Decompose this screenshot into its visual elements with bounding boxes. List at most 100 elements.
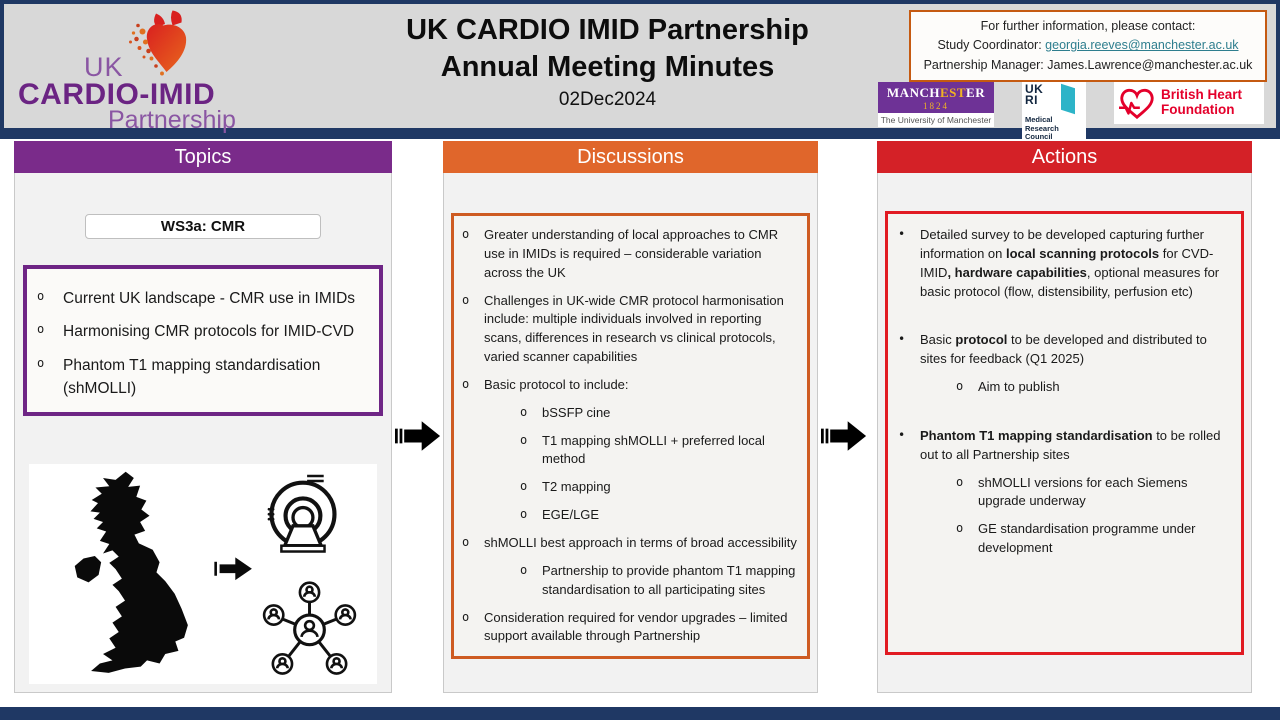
bullet-text: T1 mapping shMOLLI + preferred local met… — [542, 432, 765, 467]
title-block: UK CARDIO IMID Partnership Annual Meetin… — [335, 12, 880, 111]
bullet-text: Greater understanding of local approache… — [484, 227, 779, 280]
footer-band — [0, 707, 1280, 720]
bullet-item: o shMOLLI versions for each Siemens upgra… — [898, 474, 1233, 512]
uom-part2: EST — [939, 85, 967, 100]
bullet-text: EGE/LGE — [542, 507, 600, 523]
uom-year: 1824 — [923, 101, 949, 111]
bullet-text: Harmonising CMR protocols for IMID-CVD — [63, 323, 355, 341]
bullet-marker: o — [462, 292, 470, 307]
heart-logo-icon — [129, 10, 187, 76]
discussions-list-box: o Greater understanding of local approach… — [451, 213, 810, 660]
bullet-marker: • — [898, 227, 906, 241]
bullet-item: o shMOLLI best approach in terms of broad… — [462, 534, 801, 553]
british-heart-foundation-logo: British Heart Foundation — [1114, 82, 1264, 124]
bullet-marker: • — [898, 427, 906, 442]
bullet-text: Aim to publish — [978, 379, 1060, 395]
bullet-item: o Challenges in UK-wide CMR protocol harm… — [462, 292, 801, 367]
bullet-text: shMOLLI best approach in terms of broad … — [484, 534, 797, 550]
actions-header: Actions — [877, 141, 1252, 173]
mrc-text-line1: Medical — [1025, 115, 1053, 124]
bullet-item: o T2 mapping — [462, 478, 801, 497]
bullet-marker: o — [520, 404, 528, 419]
mri-scanner-icon — [267, 474, 337, 553]
bullet-text: Basic protocol to include: — [484, 376, 629, 392]
bhf-heart-icon — [1119, 88, 1154, 120]
brand-sub-text: Partnership — [108, 106, 236, 134]
contact-line2: Study Coordinator: georgia.reeves@manche… — [917, 36, 1259, 55]
contact-box: For further information, please contact:… — [909, 10, 1267, 83]
bullet-item: o bSSFP cine — [462, 404, 801, 423]
bullet-text: shMOLLI versions for each Siemens upgrad… — [978, 474, 1188, 509]
bullet-text: Phantom T1 mapping standardisation (shMO… — [63, 356, 321, 397]
bullet-marker: o — [462, 376, 470, 391]
page-title-line2: Annual Meeting Minutes — [440, 51, 775, 84]
bullet-text: Consideration required for vendor upgrad… — [484, 609, 788, 644]
bullet-marker: o — [462, 534, 470, 549]
bullet-marker: o — [956, 474, 964, 489]
brand-uk-text: UK — [84, 52, 124, 82]
discussions-body: o Greater understanding of local approach… — [444, 174, 817, 692]
uk-map-icon — [74, 471, 188, 673]
bullet-marker: o — [520, 562, 528, 577]
header-divider-band — [0, 128, 1280, 139]
topics-header: Topics — [14, 141, 392, 173]
uom-part3: ER — [966, 85, 986, 100]
bullet-text: Partnership to provide phantom T1 mappin… — [542, 562, 796, 597]
bullet-item: o Current UK landscape - CMR use in IMIDs — [33, 287, 371, 310]
bullet-text: Basic protocol to be developed and distr… — [920, 332, 1207, 367]
page-title-line1: UK CARDIO IMID Partnership — [406, 14, 809, 46]
actions-panel: Actions • Detailed survey to be developed… — [877, 141, 1252, 693]
university-of-manchester-logo: MANCHESTER 1824 The University of Manche… — [878, 82, 994, 127]
bullet-item: o EGE/LGE — [462, 506, 801, 525]
discussions-panel: Discussions o Greater understanding of lo… — [443, 141, 818, 693]
discussions-header: Discussions — [443, 141, 818, 173]
bullet-text: Challenges in UK-wide CMR protocol harmo… — [484, 292, 784, 365]
flow-arrow-discussions-to-actions — [821, 421, 867, 451]
bhf-line2: Foundation — [1161, 102, 1235, 117]
bullet-text: Phantom T1 mapping standardisation to be… — [920, 427, 1221, 462]
bullet-marker: o — [37, 289, 45, 303]
coordinator-email-link[interactable]: georgia.reeves@manchester.ac.uk — [1045, 38, 1239, 53]
ukri-ri: RI — [1025, 93, 1038, 108]
bullet-item: • Phantom T1 mapping standardisation to b… — [898, 427, 1233, 465]
mrc-text-line2: Research — [1025, 123, 1059, 133]
topics-body: WS3a: CMR o Current UK landscape - CMR us… — [15, 174, 391, 692]
topics-graphic — [29, 464, 377, 684]
bullet-item: • Detailed survey to be developed capturi… — [898, 226, 1233, 301]
bullet-marker: • — [898, 332, 906, 347]
bullet-item: o T1 mapping shMOLLI + preferred local me… — [462, 432, 801, 470]
bullet-item: o Partnership to provide phantom T1 mappi… — [462, 562, 801, 600]
actions-body: • Detailed survey to be developed capturi… — [878, 174, 1251, 692]
bullet-marker: o — [520, 507, 528, 522]
bullet-text: bSSFP cine — [542, 404, 611, 420]
topics-list-box: o Current UK landscape - CMR use in IMIDs… — [23, 265, 383, 416]
bullet-item: o Greater understanding of local approach… — [462, 226, 801, 283]
bullet-marker: o — [520, 432, 528, 447]
bullet-item: • Basic protocol to be developed and dist… — [898, 331, 1233, 369]
actions-list-box: • Detailed survey to be developed capturi… — [885, 211, 1244, 655]
people-network-icon — [262, 581, 357, 675]
contact-coordinator-label: Study Coordinator: — [937, 38, 1046, 53]
workstream-label: WS3a: CMR — [85, 214, 321, 239]
bullet-marker: o — [462, 609, 470, 624]
uk-map-mri-network-illustration — [74, 471, 357, 675]
bullet-marker: o — [956, 379, 964, 394]
bullet-text: Current UK landscape - CMR use in IMIDs — [63, 290, 356, 307]
bullet-text: Detailed survey to be developed capturin… — [920, 227, 1220, 299]
bullet-text: GE standardisation programme under devel… — [978, 521, 1196, 556]
uom-wordmark: MANCHESTER 1824 — [878, 82, 994, 113]
bullet-item: o Aim to publish — [898, 378, 1233, 397]
bullet-marker: o — [462, 227, 470, 241]
contact-line3: Partnership Manager: James.Lawrence@manc… — [923, 57, 1253, 72]
bhf-line1: British Heart — [1161, 87, 1243, 103]
bullet-item: o Basic protocol to include: — [462, 376, 801, 395]
bullet-text: T2 mapping — [542, 479, 611, 495]
brand-main-text: CARDIO-IMID — [18, 78, 216, 111]
mrc-text-line3: Council — [1025, 132, 1053, 142]
bullet-marker: o — [520, 479, 528, 494]
